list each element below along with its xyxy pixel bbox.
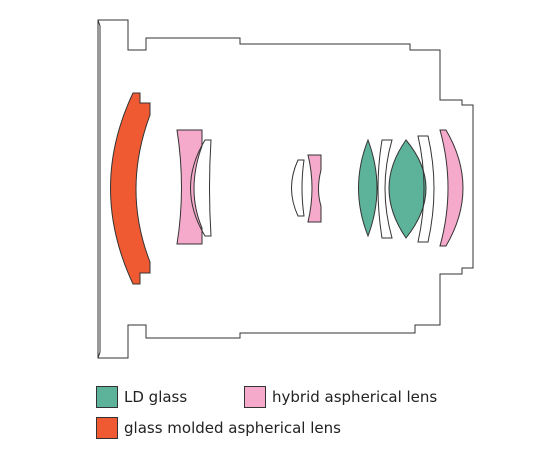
- lens-barrel-inner-edge: [97, 19, 101, 359]
- legend-swatch-ld-glass: [96, 386, 118, 408]
- legend-hybrid-aspherical: hybrid aspherical lens: [244, 386, 437, 408]
- clear-element-rear-2: [417, 135, 435, 243]
- glass-molded-aspherical-element: [110, 92, 151, 285]
- clear-meniscus-element-front: [190, 139, 212, 237]
- legend-swatch-glass-molded-aspherical: [96, 417, 118, 439]
- legend-ld-glass: LD glass: [96, 386, 187, 408]
- ld-glass-element-1: [358, 138, 378, 238]
- legend-swatch-hybrid-aspherical: [244, 386, 266, 408]
- hybrid-aspherical-element-front: [176, 129, 203, 245]
- legend-glass-molded-aspherical: glass molded aspherical lens: [96, 417, 341, 439]
- hybrid-aspherical-element-middle: [307, 154, 322, 223]
- legend-label-ld-glass: LD glass: [124, 388, 188, 406]
- legend-label-hybrid-aspherical: hybrid aspherical lens: [272, 388, 438, 406]
- clear-element-rear-1: [377, 139, 393, 239]
- hybrid-aspherical-element-rear: [439, 129, 464, 247]
- lens-cross-section: [97, 19, 474, 359]
- legend-label-glass-molded-aspherical: glass molded aspherical lens: [124, 419, 341, 437]
- clear-element-middle: [291, 159, 305, 217]
- ld-glass-element-2: [388, 139, 427, 239]
- lens-barrel-outline: [97, 19, 474, 359]
